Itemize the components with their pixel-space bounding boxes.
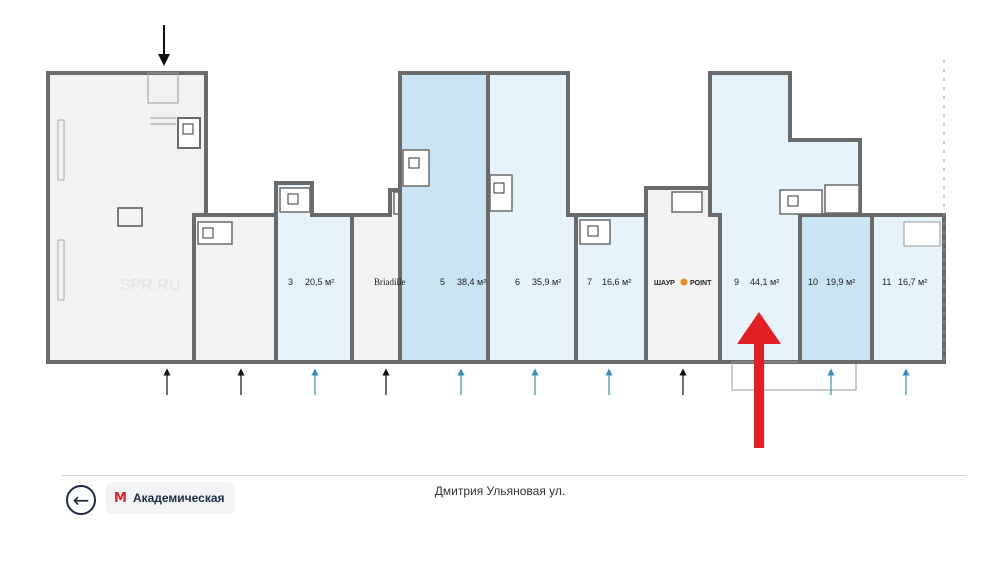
arrow-left-icon: ← <box>72 488 90 512</box>
metro-station-name: Академическая <box>132 491 225 505</box>
red-highlight-arrow <box>737 312 781 448</box>
metro-station-chip: M Академическая <box>106 482 235 514</box>
tenant-briadille: Briadille <box>374 277 406 287</box>
unit-9-number: 9 <box>734 277 739 287</box>
unit-5-number: 5 <box>440 277 445 287</box>
unit-5[interactable] <box>398 71 490 364</box>
tenant-shawarma-right: POINT <box>690 280 712 287</box>
back-button[interactable]: ← <box>66 485 96 515</box>
unit-6-area: 35,9 м² <box>532 277 561 287</box>
metro-logo-icon: M <box>114 490 127 506</box>
unit-11-number: 11 <box>882 277 891 287</box>
hall-left <box>46 71 208 364</box>
unit-6-number: 6 <box>515 277 520 287</box>
unit-7-number: 7 <box>587 277 592 287</box>
unit-10-area: 19,9 м² <box>826 277 855 287</box>
footer-divider <box>62 475 966 476</box>
unit-3-number: 3 <box>288 277 293 287</box>
unit-5-area: 38,4 м² <box>457 277 486 287</box>
unit-3[interactable] <box>274 181 354 364</box>
unit-10-number: 10 <box>808 277 818 287</box>
unit-11-area: 16,7 м² <box>898 277 927 287</box>
unit-2[interactable] <box>192 213 278 364</box>
unit-7-area: 16,6 м² <box>602 277 631 287</box>
street-name: Дмитрия Ульяновая ул. <box>434 484 566 498</box>
unit-7[interactable] <box>574 213 648 364</box>
shawarma-logo-icon <box>680 278 688 286</box>
unit-11[interactable] <box>870 60 946 364</box>
watermark: SPR.RU <box>120 277 180 294</box>
unit-9-area: 44,1 м² <box>750 277 779 287</box>
unit-6[interactable] <box>486 71 578 364</box>
tenant-shawarma-left: ШАУР <box>654 280 675 287</box>
unit-3-area: 20,5 м² <box>305 277 334 287</box>
